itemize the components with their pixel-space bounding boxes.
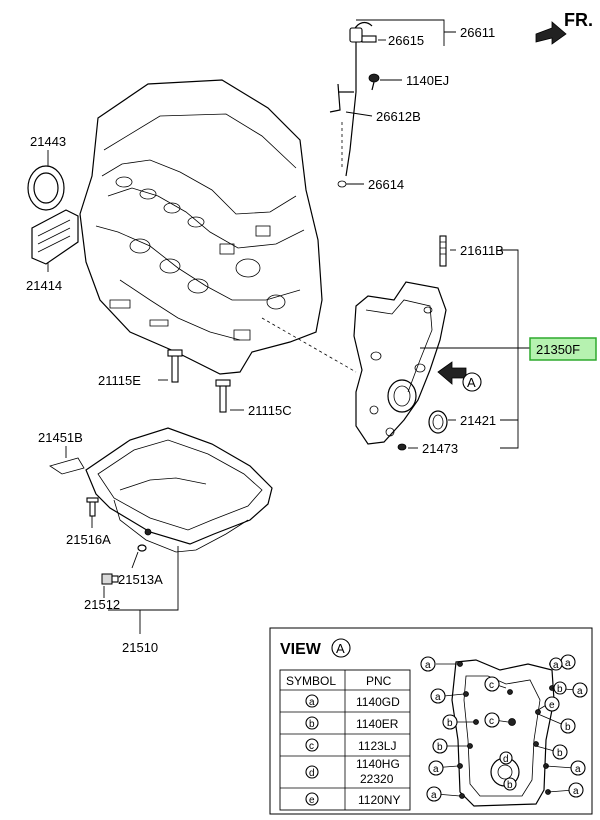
table-row: e 1120NY	[305, 792, 400, 807]
part-label-26615: 26615	[388, 33, 424, 48]
part-label-21513A: 21513A	[118, 572, 163, 587]
rear-seal-case	[31, 209, 79, 265]
table-header-pnc: PNC	[366, 674, 392, 688]
table-cell-pnc: 22320	[360, 772, 394, 786]
table-row: b 1140ER	[305, 716, 399, 731]
block-bolt-21115C	[215, 379, 231, 413]
oil-pan-bolt	[86, 497, 99, 517]
cover-symbol: d	[503, 754, 509, 765]
cover-symbol: b	[437, 742, 443, 753]
cover-symbol: b	[565, 722, 571, 733]
cover-plug	[397, 443, 407, 451]
view-a-panel: VIEW A SYMBOL PNC a 1140GD b 1140ER c	[269, 627, 593, 815]
block-bolt-21115E	[167, 349, 183, 383]
table-cell-symbol: a	[309, 697, 315, 708]
cover-stud-bolt	[439, 235, 447, 267]
table-header-symbol: SYMBOL	[286, 674, 336, 688]
leader-21510	[108, 546, 179, 634]
part-label-21473: 21473	[422, 441, 458, 456]
leader-cover-group	[500, 249, 519, 449]
cover-symbol: b	[557, 748, 563, 759]
table-cell-symbol: c	[309, 741, 314, 752]
cover-symbol: b	[447, 718, 453, 729]
front-direction-marker: FR.	[535, 10, 593, 45]
front-arrow-icon	[535, 21, 567, 45]
table-cell-symbol: e	[309, 795, 315, 806]
part-label-21115C: 21115C	[248, 403, 292, 418]
table-cell-pnc: 1140ER	[356, 717, 399, 731]
table-cell-pnc: 1123LJ	[358, 739, 396, 753]
leader-26611	[356, 19, 456, 46]
cover-symbol: a	[431, 790, 437, 801]
part-label-21611B: 21611B	[460, 243, 504, 258]
oil-pan	[85, 427, 273, 553]
cover-symbol: a	[553, 660, 559, 671]
cover-symbol: a	[577, 686, 583, 697]
view-title-marker: A	[336, 641, 345, 656]
table-row: a 1140GD	[305, 694, 400, 709]
drain-plug-gasket	[137, 544, 147, 552]
cover-symbol: b	[557, 684, 563, 695]
leader-21513A	[131, 551, 139, 569]
table-row: d 1140HG 22320	[305, 757, 400, 786]
part-label-21512: 21512	[84, 597, 120, 612]
part-label-26614: 26614	[368, 177, 404, 192]
table-cell-pnc: 1140HG	[356, 757, 400, 771]
part-label-21421: 21421	[460, 413, 496, 428]
oil-level-gauge	[345, 21, 377, 177]
cover-symbol: b	[507, 780, 513, 791]
highlighted-callout-21350F[interactable]: 21350F	[529, 337, 597, 361]
assembly-guide-line	[261, 317, 357, 373]
cover-symbol: a	[425, 660, 431, 671]
part-label-21451B: 21451B	[38, 430, 83, 445]
callout-labels: 26611 26615 1140EJ 26612B 26614 21443 21…	[26, 25, 504, 655]
view-a-arrow: A	[437, 361, 482, 392]
cover-symbol: a	[575, 764, 581, 775]
drain-plug	[101, 573, 119, 585]
view-a-arrow-icon	[437, 361, 467, 385]
part-label-21510: 21510	[122, 640, 158, 655]
cover-symbol: c	[489, 680, 494, 691]
part-label-26612B: 26612B	[376, 109, 421, 124]
symbol-pnc-table: SYMBOL PNC a 1140GD b 1140ER c 1123LJ d …	[279, 669, 411, 811]
oil-pan-baffle	[49, 457, 85, 475]
part-label-21350F[interactable]: 21350F	[536, 342, 580, 357]
cover-symbol: a	[573, 786, 579, 797]
cover-symbol: e	[549, 700, 555, 711]
view-a-symbol-bubbles: a a a a a a a a a b b b b b b c c d e	[420, 654, 588, 802]
view-a-marker: A	[467, 375, 476, 390]
table-cell-pnc: 1120NY	[358, 793, 400, 807]
part-label-21115E: 21115E	[98, 373, 141, 388]
cover-symbol: a	[435, 692, 441, 703]
part-label-21414: 21414	[26, 278, 62, 293]
timing-chain-cover	[353, 281, 447, 445]
front-label: FR.	[564, 10, 593, 30]
front-oil-seal	[428, 410, 448, 434]
table-cell-pnc: 1140GD	[356, 695, 400, 709]
leader-26612B	[345, 111, 373, 117]
table-row: c 1123LJ	[305, 738, 396, 753]
cover-symbol: a	[565, 658, 571, 669]
table-cell-symbol: d	[309, 768, 315, 779]
part-label-1140EJ: 1140EJ	[406, 73, 449, 88]
tube-bolt	[368, 73, 380, 91]
rear-oil-seal	[27, 165, 65, 211]
part-label-26611: 26611	[460, 25, 495, 40]
cover-symbol: c	[489, 716, 494, 727]
view-title: VIEW	[280, 641, 322, 658]
engine-block	[79, 79, 323, 375]
cover-symbol: a	[433, 764, 439, 775]
part-label-21443: 21443	[30, 134, 66, 149]
part-label-21516A: 21516A	[66, 532, 111, 547]
table-cell-symbol: b	[309, 719, 315, 730]
